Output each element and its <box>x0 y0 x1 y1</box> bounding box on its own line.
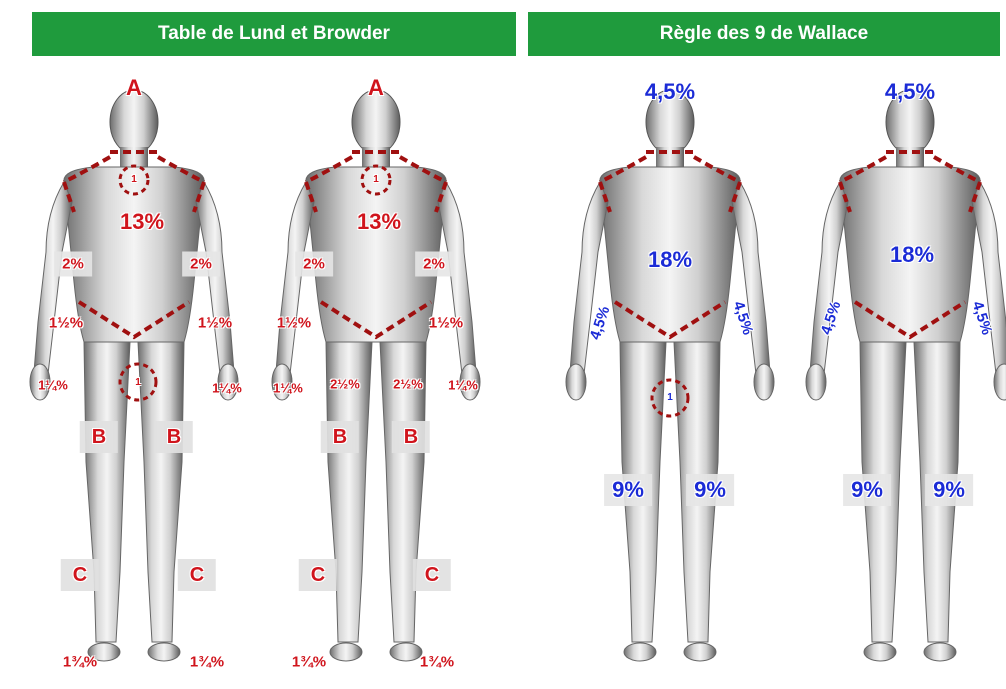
lund-back-hand-left-label: 1¼% <box>273 382 303 395</box>
lund-front-trunk-label: 13% <box>120 211 164 233</box>
lund-front-leg-right-label: C <box>178 559 216 591</box>
wallace-back-leg-left-label: 9% <box>843 474 891 506</box>
lund-front-thigh-right-label: B <box>155 421 193 453</box>
lund-front-genitals-label: 1 <box>135 378 141 388</box>
lund-front-thigh-left-label: B <box>80 421 118 453</box>
lund-back-thigh-right-label: B <box>392 421 430 453</box>
lund-back-foot-left-label: 1¾% <box>292 655 326 670</box>
lund-back-hand-right-label: 1¼% <box>448 379 478 392</box>
wallace-back-head-label: 4,5% <box>885 81 935 103</box>
lund-front-upper-arm-right-label: 2% <box>182 252 220 277</box>
lund-back-trunk-label: 13% <box>357 211 401 233</box>
lund-back-head-label: A <box>368 77 384 99</box>
lund-front-foot-right-label: 1¾% <box>190 655 224 670</box>
wallace-front-figure <box>566 90 774 661</box>
lund-front-foot-left-label: 1¾% <box>63 655 97 670</box>
lund-front-head-label: A <box>126 77 142 99</box>
lund-back-upper-arm-right-label: 2% <box>415 252 453 277</box>
lund-front-upper-arm-left-label: 2% <box>54 252 92 277</box>
lund-front-forearm-right-label: 1½% <box>198 316 232 331</box>
lund-back-foot-right-label: 1¾% <box>420 655 454 670</box>
lund-front-hand-right-label: 1¼% <box>212 382 242 395</box>
lund-back-buttock-left-label: 2½% <box>330 378 360 391</box>
wallace-back-figure <box>806 90 1006 661</box>
lund-back-neck-label: 1 <box>373 175 379 185</box>
wallace-front-trunk-label: 18% <box>648 249 692 271</box>
lund-front-neck-label: 1 <box>131 175 137 185</box>
wallace-front-head-label: 4,5% <box>645 81 695 103</box>
lund-back-forearm-right-label: 1½% <box>429 316 463 331</box>
lund-back-thigh-left-label: B <box>321 421 359 453</box>
lund-back-buttock-right-label: 2½% <box>393 378 423 391</box>
wallace-front-leg-left-label: 9% <box>604 474 652 506</box>
wallace-front-genitals-label: 1 <box>667 393 673 403</box>
lund-back-upper-arm-left-label: 2% <box>295 252 333 277</box>
lund-front-leg-left-label: C <box>61 559 99 591</box>
lund-back-leg-left-label: C <box>299 559 337 591</box>
wallace-back-trunk-label: 18% <box>890 244 934 266</box>
lund-back-leg-right-label: C <box>413 559 451 591</box>
wallace-front-leg-right-label: 9% <box>686 474 734 506</box>
lund-front-hand-left-label: 1¼% <box>38 379 68 392</box>
lund-back-forearm-left-label: 1½% <box>277 316 311 331</box>
wallace-back-leg-right-label: 9% <box>925 474 973 506</box>
lund-front-forearm-left-label: 1½% <box>49 316 83 331</box>
